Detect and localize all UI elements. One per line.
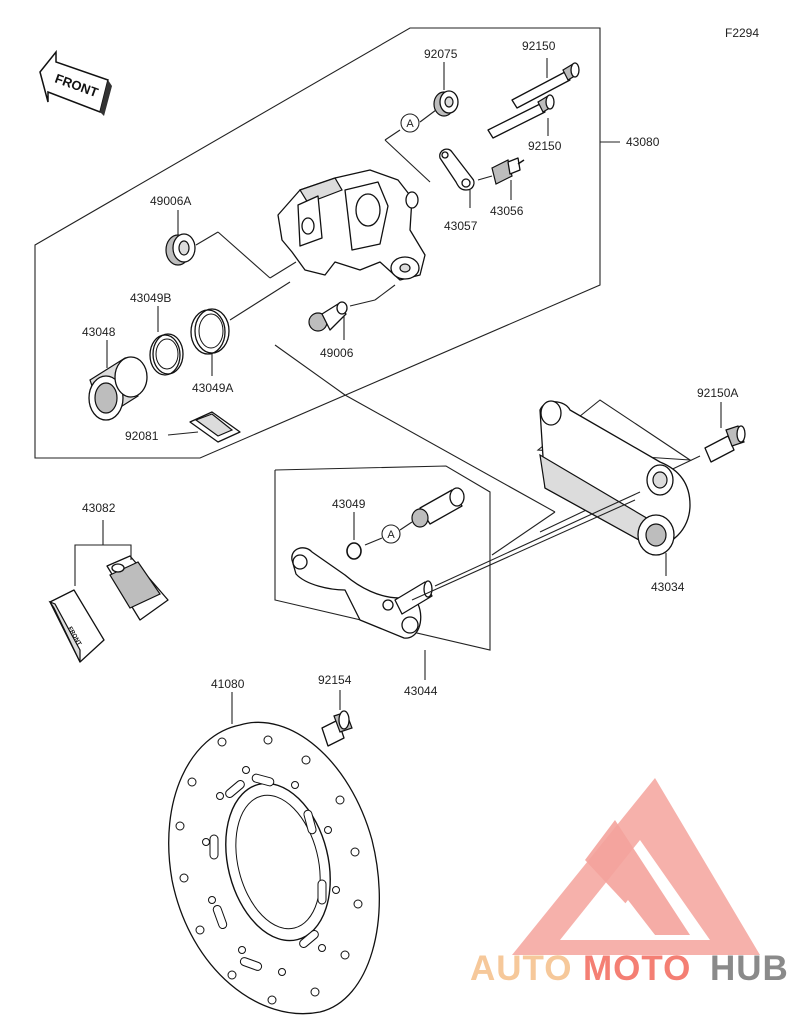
watermark-moto: MOTO (583, 949, 691, 988)
part-92154 (321, 710, 353, 747)
callout-a-bottom-text: A (387, 529, 395, 541)
part-label-92081: 92081 (125, 429, 159, 443)
part-label-49006A: 49006A (150, 194, 191, 208)
callout-a-top (400, 113, 420, 133)
part-43056 (491, 157, 525, 185)
part-label-43049B: 43049B (130, 291, 171, 305)
watermark-hub: HUB (710, 949, 789, 988)
part-label-92075: 92075 (424, 47, 458, 61)
part-label-41080: 41080 (211, 677, 245, 691)
part-43049 (346, 542, 362, 560)
part-label-92154: 92154 (318, 673, 352, 687)
front-arrow-icon: FRONT (39, 49, 112, 116)
part-43048 (88, 356, 148, 421)
caliper-assembly-outline (34, 27, 601, 459)
part-92081 (189, 411, 241, 443)
part-43049B (149, 333, 184, 376)
part-label-92150-top: 92150 (522, 39, 556, 53)
part-43044-bracket (291, 547, 433, 639)
watermark-auto: AUTO (470, 949, 573, 988)
part-92150A (704, 425, 746, 463)
part-label-92150-mid: 92150 (528, 139, 562, 153)
watermark-logo (512, 778, 760, 955)
part-label-43048: 43048 (82, 325, 116, 339)
callout-a-bottom (381, 524, 401, 544)
figure-code: F2294 (725, 26, 759, 40)
part-label-43034: 43034 (651, 580, 685, 594)
part-92150-upper (511, 62, 580, 109)
part-bracket-pin (411, 487, 465, 528)
part-label-43057: 43057 (444, 219, 478, 233)
part-label-49006: 49006 (320, 346, 354, 360)
part-49006 (308, 301, 348, 332)
part-caliper-body (277, 169, 426, 281)
part-label-43082: 43082 (82, 501, 116, 515)
part-43034 (536, 399, 693, 556)
part-label-92150A: 92150A (697, 386, 738, 400)
part-label-43056: 43056 (490, 204, 524, 218)
part-92075 (433, 90, 459, 117)
part-label-43044: 43044 (404, 684, 438, 698)
part-43049A (190, 308, 230, 355)
part-label-43080: 43080 (626, 135, 660, 149)
part-41080-disc (168, 721, 380, 1015)
watermark-text: AUTO MOTO HUB (470, 949, 789, 988)
callout-a-top-text: A (406, 118, 414, 130)
part-92150-lower (487, 94, 555, 139)
bracket-assembly-outline (274, 465, 491, 651)
part-49006A (165, 233, 196, 266)
part-label-43049A: 43049A (192, 381, 233, 395)
part-43082-pads: FRONT (48, 555, 169, 663)
part-label-43049: 43049 (332, 497, 366, 511)
part-43057 (439, 148, 475, 191)
